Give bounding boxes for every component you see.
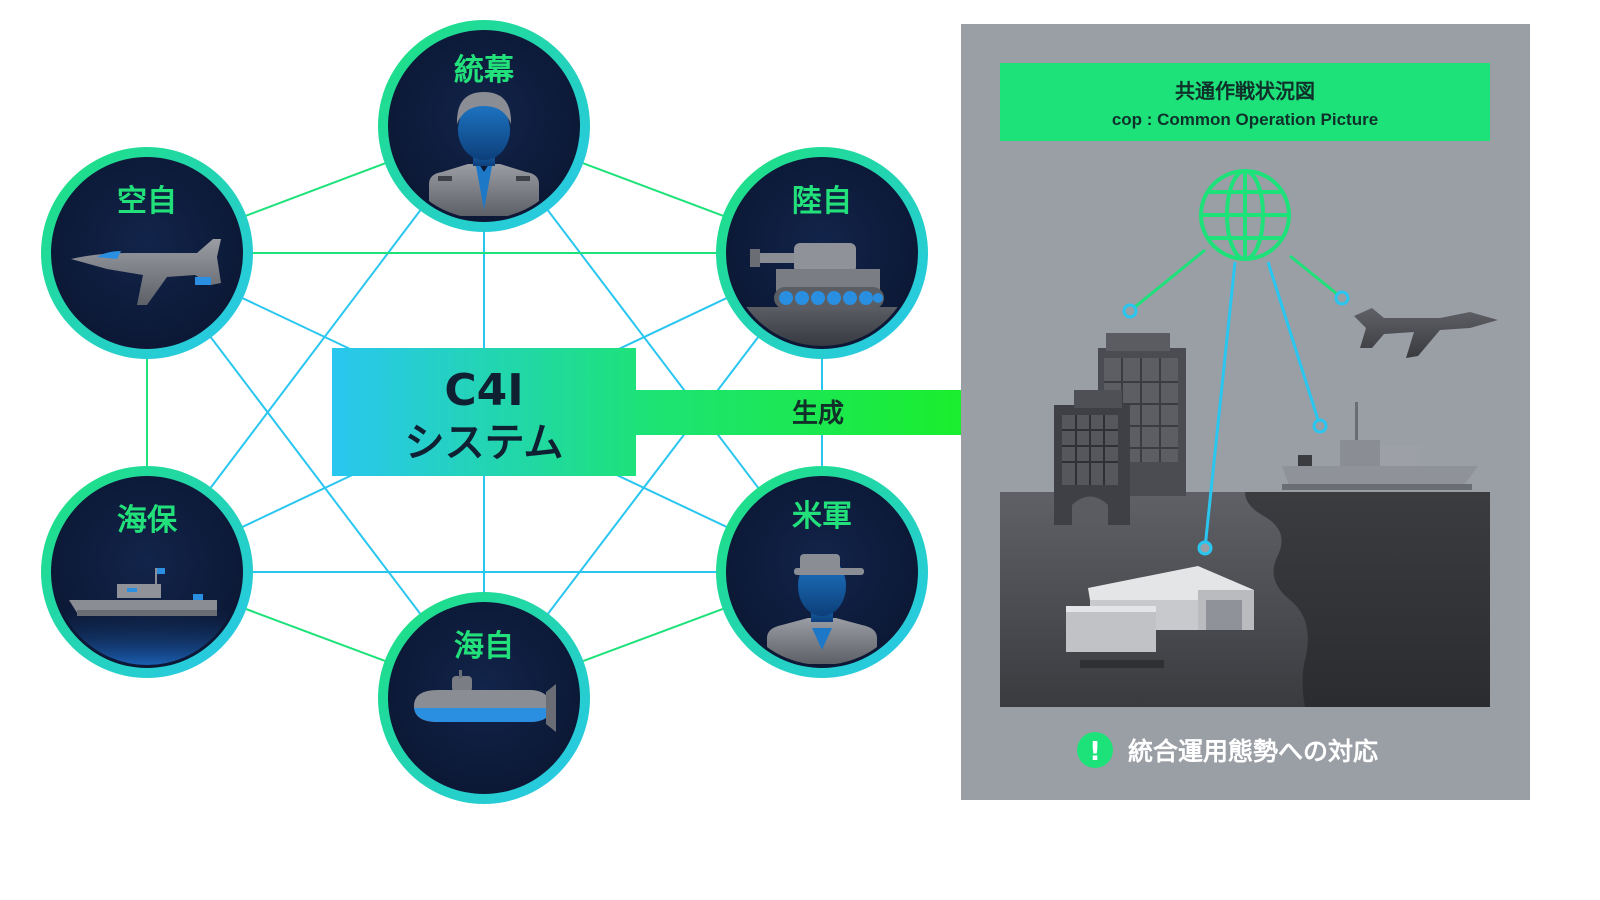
cop-title-banner — [1000, 63, 1490, 141]
cop-title: 共通作戦状況図 — [1175, 79, 1315, 103]
cop-scene — [1000, 169, 1498, 707]
arrow-label: 生成 — [792, 399, 844, 429]
node-label-toumaku: 統幕 — [454, 53, 515, 88]
us-soldier-icon — [767, 554, 877, 664]
patrol-ship-icon — [69, 568, 217, 616]
hub-subtitle: システム — [405, 420, 564, 466]
node-label-beigun: 米軍 — [792, 499, 852, 534]
cop-subtitle: cop : Common Operation Picture — [1112, 110, 1378, 129]
tank-icon — [750, 243, 884, 309]
cop-panel: 共通作戦状況図 cop : Common Operation Picture — [961, 24, 1530, 800]
link-connectors — [1122, 248, 1350, 556]
node-label-rikuji: 陸自 — [792, 184, 852, 219]
cop-footer: ! 統合運用態勢への対応 — [1077, 732, 1378, 768]
node-label-kaiji: 海自 — [454, 629, 514, 664]
warehouse-icon — [1066, 566, 1254, 668]
warship-icon — [1282, 402, 1478, 490]
node-rikuji: 陸自 — [716, 147, 928, 359]
generate-arrow: 生成 — [630, 375, 1035, 450]
cop-footer-text: 統合運用態勢への対応 — [1128, 737, 1378, 766]
sea-area — [1245, 492, 1490, 707]
node-label-kuuji: 空自 — [117, 184, 177, 219]
building-icon — [1054, 333, 1186, 525]
globe-icon — [1199, 169, 1291, 261]
node-toumaku: 統幕 — [378, 20, 590, 232]
alert-icon — [1077, 732, 1113, 768]
node-kuuji: 空自 — [41, 147, 253, 359]
node-kaiji: 海自 — [378, 592, 590, 804]
node-beigun: 米軍 — [716, 466, 928, 678]
c4i-hub: C4I システム — [332, 348, 636, 476]
fighter-jet-icon — [71, 239, 221, 305]
hub-title: C4I — [444, 365, 523, 416]
node-label-kaiho: 海保 — [117, 503, 178, 538]
node-kaiho: 海保 — [41, 466, 253, 678]
alert-icon-glyph: ! — [1089, 737, 1101, 767]
cop-fighter-jet-icon — [1354, 308, 1498, 358]
submarine-icon — [414, 670, 556, 732]
officer-icon — [429, 92, 539, 216]
